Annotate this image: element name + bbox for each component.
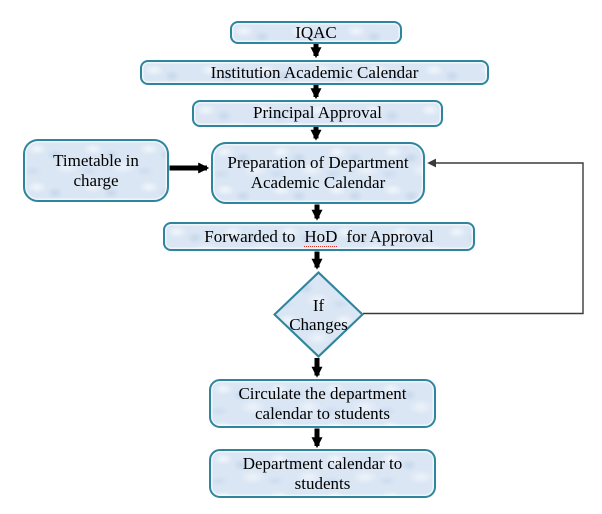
node-timetable-in-charge: Timetable in charge [23,139,169,202]
node-preparation-label: Preparation of Department Academic Calen… [227,153,409,192]
decision-line2: Changes [289,314,348,334]
node-timetable-label: Timetable in charge [53,150,139,190]
node-forwarded-label: Forwarded to HoD for Approval [204,226,434,247]
misspelled-word-hod: HoD [304,226,338,247]
node-principal-approval: Principal Approval [192,100,443,127]
node-institution-label: Institution Academic Calendar [210,62,419,82]
decision-line1: If [312,295,325,315]
decision-diamond-text: If Changes [273,271,364,358]
node-preparation-department-academic-calendar: Preparation of Department Academic Calen… [211,142,425,204]
forwarded-label-pre: Forwarded to [204,226,296,246]
node-iqac-label: IQAC [295,22,337,42]
node-department-calendar-to-students: Department calendar to students [209,449,436,498]
forwarded-label-post: for Approval [346,226,434,246]
node-department-label: Department calendar to students [242,453,403,493]
node-circulate-label: Circulate the department calendar to stu… [238,383,407,423]
node-forwarded-to-hod: Forwarded to HoD for Approval [163,222,475,251]
node-circulate-department-calendar: Circulate the department calendar to stu… [209,379,436,428]
node-decision-if-changes: If Changes [273,271,364,358]
node-iqac: IQAC [230,21,402,44]
node-principal-label: Principal Approval [253,103,382,123]
node-institution-academic-calendar: Institution Academic Calendar [140,60,489,85]
